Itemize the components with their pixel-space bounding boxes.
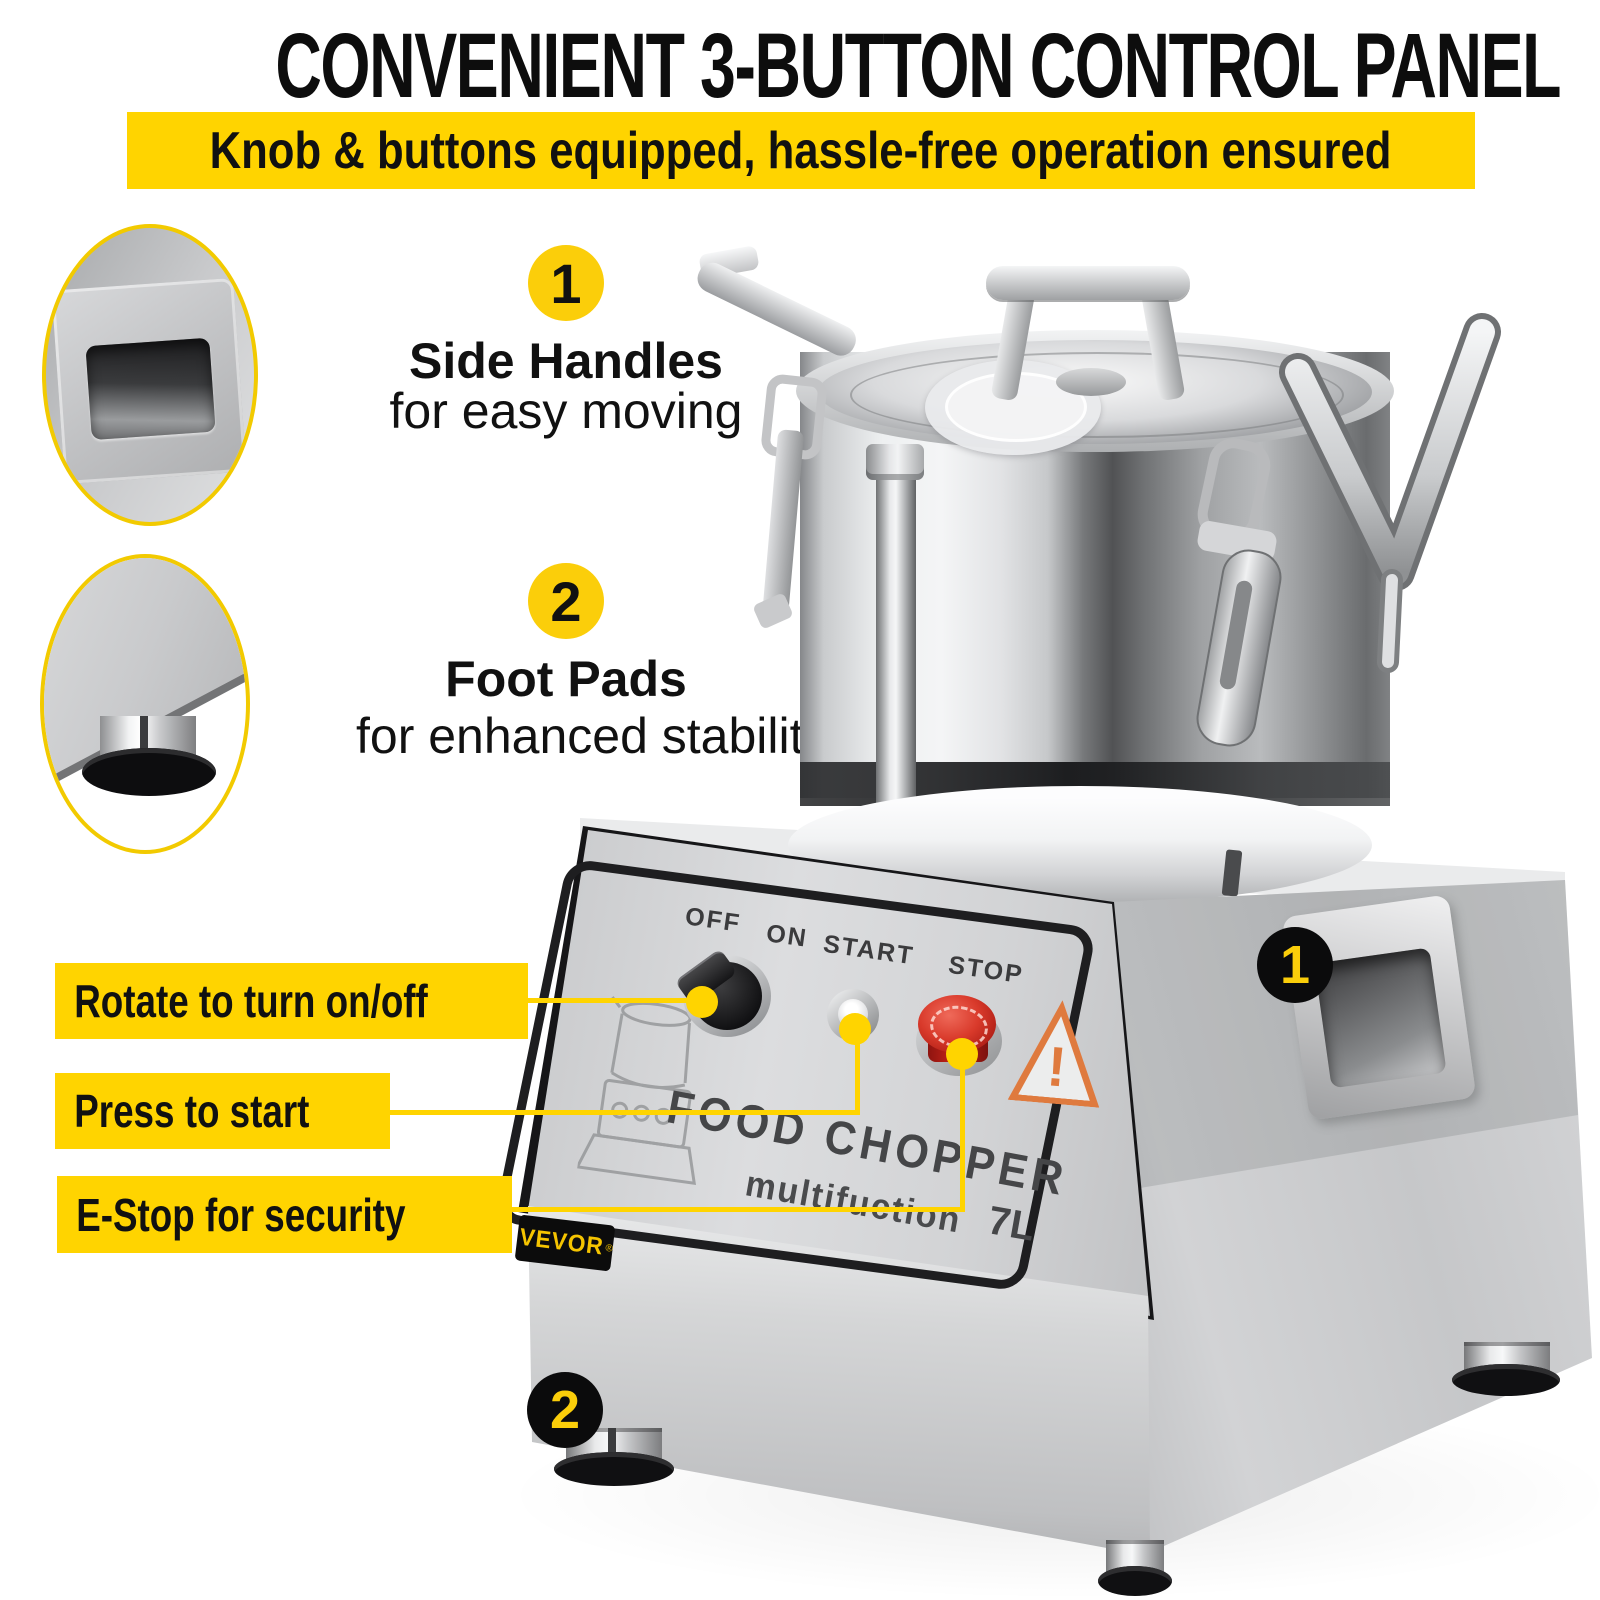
press-annotation-text: Press to start <box>74 1085 310 1137</box>
left-latch-strip <box>761 429 805 621</box>
subtitle-banner: Knob & buttons equipped, hassle-free ope… <box>127 112 1475 189</box>
knob-pointer-dot <box>686 986 718 1018</box>
side-handle-plate <box>1281 894 1477 1121</box>
callout-1-title: Side Handles <box>409 333 723 389</box>
rotate-annotation-label: Rotate to turn on/off <box>55 963 528 1039</box>
brand-name: VEVOR <box>517 1223 605 1261</box>
warning-exclamation: ! <box>1044 1034 1069 1099</box>
part-marker-2: 2 <box>527 1372 603 1448</box>
callout-1-number: 1 <box>550 251 582 315</box>
callout-2-title: Foot Pads <box>445 651 687 707</box>
handle-recess-closeup <box>85 337 216 441</box>
lid-handle-mount <box>1056 368 1126 396</box>
callout-2-number: 2 <box>550 569 582 633</box>
press-annotation-label: Press to start <box>55 1073 390 1149</box>
side-handle-inset-photo <box>42 224 258 526</box>
press-connector-line-vertical <box>855 1031 860 1113</box>
estop-annotation-text: E-Stop for security <box>76 1188 406 1241</box>
lid-handle <box>986 266 1190 300</box>
part-marker-1-number: 1 <box>1279 935 1311 995</box>
estop-pointer-dot <box>946 1038 978 1070</box>
estop-annotation-label: E-Stop for security <box>57 1176 512 1253</box>
foot-pad-inset-photo <box>40 554 250 854</box>
callout-2-description: for enhanced stability <box>356 708 829 764</box>
front-right-foot-pad <box>1098 1566 1172 1596</box>
callout-2-badge: 2 <box>528 563 604 639</box>
foot-pad-closeup <box>82 748 216 796</box>
lid-inner-ring <box>850 352 1344 438</box>
callout-1-badge: 1 <box>528 245 604 321</box>
rear-right-foot-pad <box>1452 1364 1560 1396</box>
page-title-text: CONVENIENT 3-BUTTON CONTROL PANEL <box>275 15 1561 117</box>
handle-plate-closeup <box>51 277 247 485</box>
part-marker-2-number: 2 <box>549 1380 581 1440</box>
front-latch-clamp <box>1196 438 1282 747</box>
subtitle-text: Knob & buttons equipped, hassle-free ope… <box>210 121 1392 180</box>
warning-triangle-icon: ! <box>1008 996 1109 1108</box>
page-title: CONVENIENT 3-BUTTON CONTROL PANEL <box>0 14 1600 119</box>
right-side-handle <box>1279 313 1501 673</box>
estop-connector-line-vertical <box>960 1054 965 1210</box>
press-connector-line <box>390 1110 860 1115</box>
front-left-foot-pad <box>554 1452 674 1486</box>
start-pointer-dot <box>839 1013 871 1045</box>
clamp-rod-bracket <box>866 444 924 480</box>
foot-slot-closeup <box>140 716 148 768</box>
side-handle-recess <box>1314 947 1447 1089</box>
capacity-text: 7L <box>984 1198 1039 1250</box>
callout-1-description: for easy moving <box>389 383 743 439</box>
registered-mark: ® <box>604 1242 614 1255</box>
rotate-annotation-text: Rotate to turn on/off <box>74 975 428 1027</box>
part-marker-1: 1 <box>1257 927 1333 1003</box>
front-left-foot-slot <box>608 1428 616 1472</box>
rotate-connector-line <box>528 998 706 1003</box>
estop-connector-line <box>512 1207 965 1212</box>
